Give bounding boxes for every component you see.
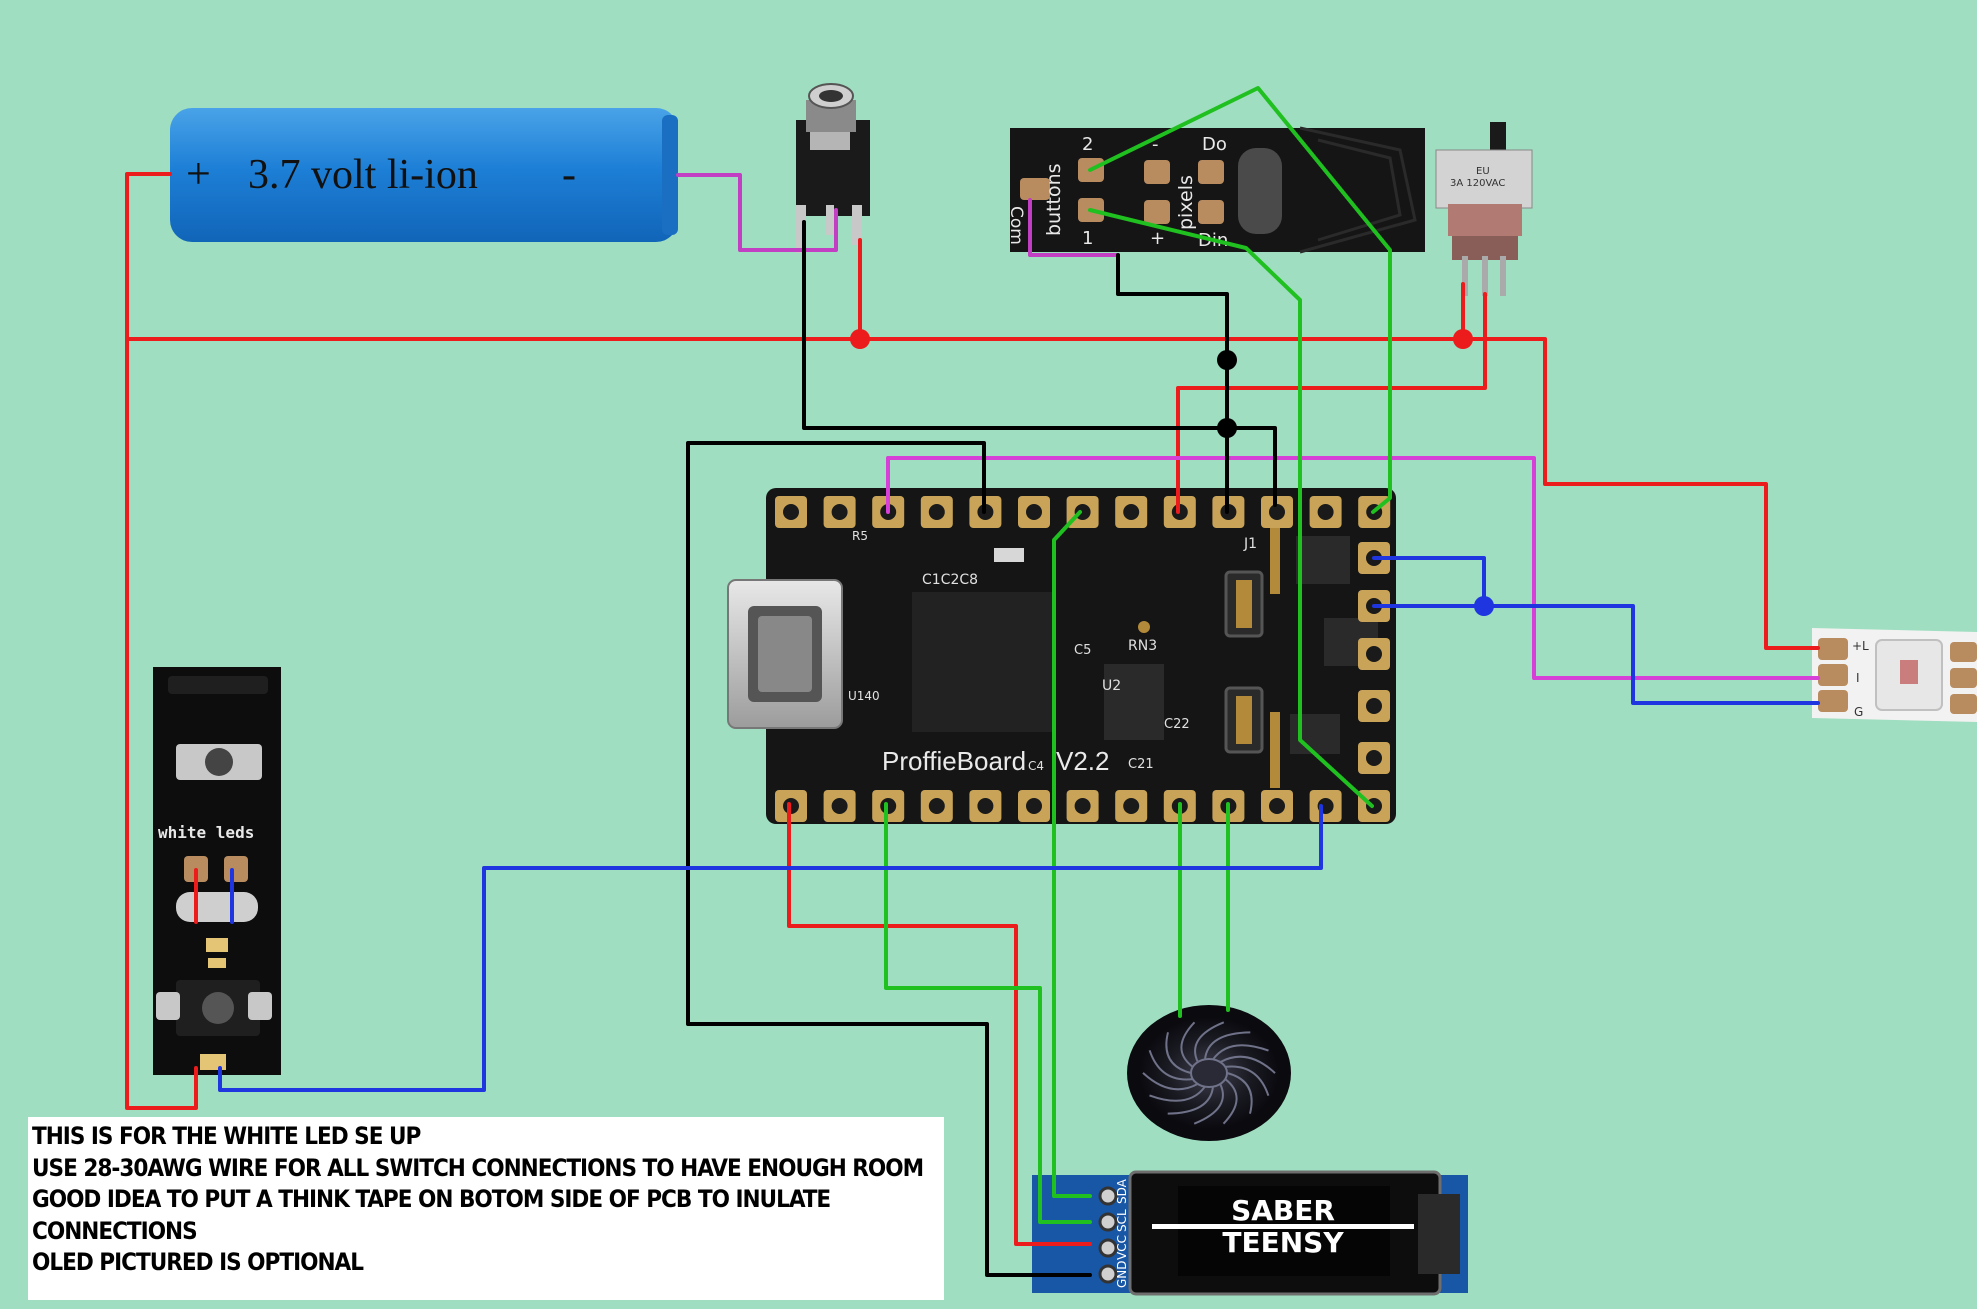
switch-label-2: 3A 120VAC: [1450, 178, 1505, 189]
pcb-pad-top-hole: [831, 504, 848, 520]
wire-oled-scl: [884, 802, 1092, 1224]
pcb-version: V2.2: [1056, 746, 1110, 776]
pcb-pad-right-hole: [1366, 698, 1382, 714]
wire-blue-bridge: [1372, 556, 1486, 608]
junctions: [850, 329, 1494, 616]
pcb-label-r5: R5: [852, 529, 868, 543]
oled-pin: [1098, 1264, 1118, 1284]
wire-button-ground: [1116, 253, 1229, 514]
wire-switch-out: [1176, 292, 1487, 514]
pcb-pad-top-hole: [1317, 504, 1334, 520]
note-line-3: GOOD IDEA TO PUT A THINK TAPE ON BOTOM S…: [32, 1185, 831, 1213]
wire-button-com: [1028, 198, 1120, 257]
bb-label-pixels: pixels: [1175, 175, 1197, 230]
wire-battery-plus: [125, 172, 198, 1110]
wire-blue-pixel: [1372, 604, 1820, 705]
bb-label-minus: -: [1152, 134, 1159, 155]
wire-oled-vcc: [787, 802, 1092, 1246]
bb-label-plus: +: [1150, 228, 1165, 249]
pcb-pad-top-hole: [928, 504, 945, 520]
pcb-pad-right-hole: [1366, 646, 1382, 662]
battery-plus: +: [186, 149, 211, 198]
pcb-label-caps: C1C2C8: [922, 572, 978, 588]
dc-jack: [796, 83, 870, 253]
bb-label-do: Do: [1202, 134, 1227, 155]
oled-pin-label: SDA: [1115, 1178, 1129, 1204]
oled-pin-label: SCL: [1115, 1209, 1129, 1232]
oled-pin-label: GND: [1115, 1260, 1129, 1288]
wire-led-blue: [218, 804, 1323, 1092]
pcb-pad-bottom-hole: [1269, 798, 1285, 814]
pcb-pad-bottom-hole: [928, 798, 945, 814]
wire-data-out: [886, 456, 1820, 680]
wires: [125, 86, 1820, 1277]
wire-jack-ground: [802, 220, 1277, 507]
bb-label-1: 1: [1082, 228, 1093, 249]
pcb-pad-top-hole: [1123, 504, 1140, 520]
speaker: [1127, 1005, 1291, 1141]
bb-label-buttons: buttons: [1043, 163, 1065, 236]
pixel-label-data: I: [1856, 671, 1860, 685]
notes-box: THIS IS FOR THE WHITE LED SE UP USE 28-3…: [28, 1117, 944, 1300]
oled-text-saber: SABER: [1231, 1194, 1335, 1227]
note-line-5: OLED PICTURED IS OPTIONAL: [32, 1248, 364, 1276]
note-line-1: THIS IS FOR THE WHITE LED SE UP: [32, 1122, 421, 1150]
pixel-strip: +L I G: [1812, 628, 1977, 722]
pixel-label-plus: +L: [1852, 639, 1869, 653]
switch-label-1: EU: [1476, 166, 1490, 177]
pcb-label-c4: C4: [1028, 759, 1044, 773]
pcb-label-c22: C22: [1164, 717, 1190, 732]
pcb-pad-bottom-hole: [831, 798, 848, 814]
pcb-pad-bottom-hole: [880, 798, 897, 814]
pcb-name: ProffieBoard: [882, 746, 1026, 776]
oled-text-teensy: TEENSY: [1222, 1226, 1344, 1259]
pcb-pad-bottom-hole: [1074, 798, 1091, 814]
white-led-board: white leds: [153, 667, 281, 1075]
proffieboard: C1C2C8 J1 RN3 U2 C22 C5 R5 U140 ProffieB…: [727, 488, 1396, 824]
pcb-pad-top-hole: [783, 504, 799, 520]
pcb-label-rn3: RN3: [1128, 638, 1157, 654]
pcb-pad-bottom-hole: [977, 798, 994, 814]
pcb-label-c21: C21: [1128, 757, 1154, 772]
slide-switch: EU 3A 120VAC: [1435, 122, 1533, 296]
wire-gnd-loop: [686, 441, 1092, 1277]
oled-pin: [1098, 1212, 1118, 1232]
note-line-2: USE 28-30AWG WIRE FOR ALL SWITCH CONNECT…: [32, 1153, 924, 1182]
pcb-pad-bottom-hole: [1026, 798, 1042, 814]
led-board-label: white leds: [158, 823, 254, 842]
pcb-pad-right-hole: [1366, 750, 1382, 766]
button-board: 2 buttons Com 1 - pixels Do + Din: [1006, 126, 1425, 254]
oled-pin: [1098, 1238, 1118, 1258]
oled-pin: [1098, 1186, 1118, 1206]
wire-red-bus: [125, 337, 1820, 650]
pcb-pad-bottom-hole: [1123, 798, 1140, 814]
pcb-label-c5: C5: [1074, 643, 1091, 658]
battery: + 3.7 volt li-ion -: [170, 108, 678, 242]
pcb-label-u2: U2: [1102, 678, 1121, 694]
oled-pin-label: VCC: [1115, 1235, 1129, 1260]
pcb-pad-top-hole: [1026, 504, 1042, 520]
bb-label-2: 2: [1082, 134, 1093, 155]
pcb-label-u140: U140: [848, 689, 880, 703]
pcb-label-j1: J1: [1243, 536, 1257, 552]
wire-button-1: [1088, 208, 1374, 808]
wire-battery-minus: [676, 173, 838, 252]
wire-button-2: [1088, 86, 1392, 514]
battery-minus: -: [562, 152, 576, 198]
bb-label-com: Com: [1006, 206, 1026, 245]
pcb-pads: [775, 496, 1391, 822]
pcb-pad-top-hole: [1269, 504, 1285, 520]
pixel-label-g: G: [1854, 705, 1863, 719]
battery-label: 3.7 volt li-ion: [248, 152, 478, 198]
note-line-4: CONNECTIONS: [32, 1216, 198, 1245]
